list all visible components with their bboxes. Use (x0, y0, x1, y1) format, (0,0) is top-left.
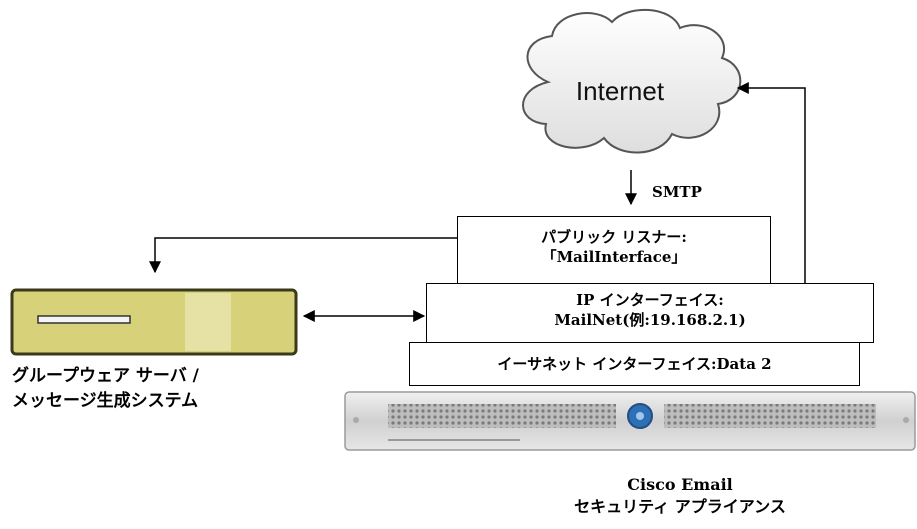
internet-label: Internet (576, 76, 665, 106)
groupware-caption-line2: メッセージ生成システム (12, 391, 199, 411)
public-listener-box: パブリック リスナー: 「MailInterface」 (457, 216, 771, 284)
internet-cloud-icon: Internet (522, 8, 742, 154)
ethernet-interface-box: イーサネット インターフェイス:Data 2 (409, 342, 860, 386)
ethernet-interface-label: イーサネット インターフェイス:Data 2 (497, 355, 772, 373)
cisco-appliance-icon (344, 391, 916, 451)
groupware-caption: グループウェア サーバ / メッセージ生成システム (12, 364, 302, 414)
appliance-caption-line2: セキュリティ アプライアンス (574, 497, 786, 516)
groupware-caption-line1: グループウェア サーバ / (12, 366, 199, 386)
outbound-arrow (736, 82, 806, 296)
ip-interface-box: IP インターフェイス: MailNet(例:19.168.2.1) (426, 283, 874, 343)
smtp-label: SMTP (652, 183, 702, 201)
ip-interface-title: IP インターフェイス: (576, 291, 724, 309)
appliance-caption: Cisco Email セキュリティ アプライアンス (520, 474, 840, 518)
listener-name: 「MailInterface」 (541, 248, 687, 266)
ip-interface-address: MailNet(例:19.168.2.1) (554, 311, 746, 329)
appliance-caption-line1: Cisco Email (627, 475, 733, 494)
groupware-server-icon (10, 288, 298, 356)
listener-to-server-arrow (149, 237, 457, 274)
listener-title: パブリック リスナー: (541, 228, 687, 246)
